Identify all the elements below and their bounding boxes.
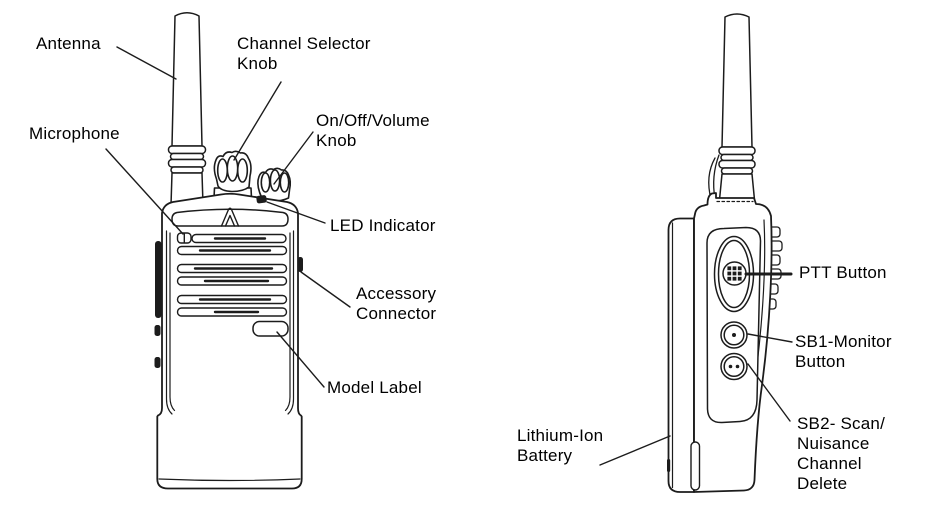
leader-microphone bbox=[105, 148, 184, 235]
leader-volume bbox=[273, 131, 314, 185]
battery-slab bbox=[667, 217, 695, 493]
leader-channel bbox=[233, 81, 282, 161]
label-volume-knob: On/Off/Volume Knob bbox=[316, 111, 430, 150]
front-antenna-icon bbox=[167, 12, 207, 206]
microphone-icon bbox=[176, 232, 192, 244]
leader-accessory bbox=[300, 271, 351, 308]
leader-model bbox=[276, 331, 325, 388]
label-accessory-connector: Accessory Connector bbox=[356, 284, 437, 323]
side-button-nubs bbox=[154, 241, 303, 368]
radio-front-view bbox=[154, 12, 303, 490]
label-sb2-scan: SB2- Scan/ Nuisance Channel Delete bbox=[797, 414, 885, 493]
leader-sb2 bbox=[747, 363, 791, 422]
leader-antenna bbox=[116, 46, 177, 80]
label-microphone: Microphone bbox=[29, 124, 120, 143]
battery-edge-tick bbox=[667, 459, 671, 472]
label-model-label: Model Label bbox=[327, 378, 422, 397]
brand-logo-icon bbox=[220, 207, 240, 227]
front-top-panel bbox=[171, 208, 289, 227]
label-sb1-monitor: SB1-Monitor Button bbox=[795, 332, 892, 371]
battery-latch-notch bbox=[690, 441, 701, 491]
radio-side-view bbox=[667, 13, 783, 493]
side-antenna-icon bbox=[708, 13, 756, 206]
speaker-grille bbox=[176, 233, 288, 317]
ptt-button-icon bbox=[713, 235, 755, 313]
label-antenna: Antenna bbox=[36, 34, 101, 53]
front-battery-seam bbox=[158, 478, 301, 482]
leader-battery bbox=[599, 435, 671, 466]
label-battery: Lithium-Ion Battery bbox=[517, 426, 604, 465]
label-led-indicator: LED Indicator bbox=[330, 216, 436, 235]
label-channel-selector: Channel Selector Knob bbox=[237, 34, 371, 73]
leader-led bbox=[266, 201, 326, 224]
model-label-icon bbox=[252, 320, 289, 337]
led-indicator-icon bbox=[256, 195, 267, 204]
sb1-monitor-button-icon bbox=[720, 321, 748, 349]
channel-selector-knob-icon bbox=[213, 150, 253, 199]
leader-sb1 bbox=[747, 333, 793, 343]
front-panel-edges bbox=[165, 230, 295, 415]
sb2-scan-button-icon bbox=[720, 352, 748, 381]
label-ptt-button: PTT Button bbox=[799, 263, 887, 282]
leader-lines bbox=[105, 46, 793, 466]
